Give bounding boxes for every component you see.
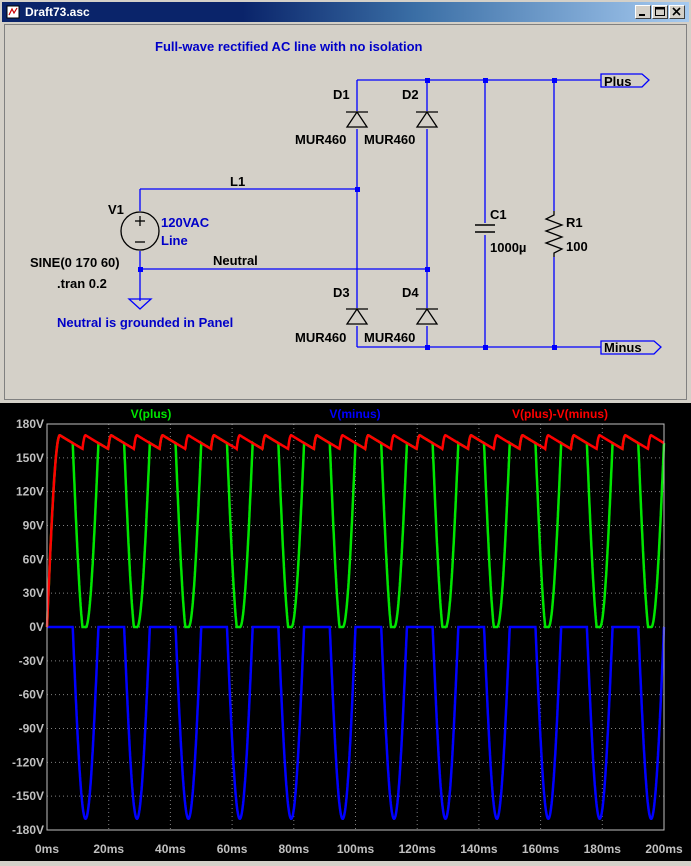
- tran-directive[interactable]: .tran 0.2: [57, 276, 107, 291]
- diode-d3[interactable]: [345, 307, 369, 326]
- y-axis-ticks: 180V 150V 120V 90V 60V 30V 0V -30V -60V -90V -120V…: [12, 417, 44, 837]
- x-tick-label: 120ms: [399, 842, 437, 856]
- net-label-l1: L1: [230, 174, 245, 189]
- resistor-ref: R1: [566, 215, 583, 230]
- ground-note: Neutral is grounded in Panel: [57, 315, 233, 330]
- title-bar[interactable]: Draft73.asc: [2, 2, 689, 22]
- capacitor-ref: C1: [490, 207, 507, 222]
- trace-v-diff: [45, 434, 665, 628]
- ground-symbol[interactable]: [127, 298, 153, 310]
- capacitor-c1[interactable]: [473, 223, 497, 235]
- trace-legend[interactable]: V(plus) V(minus) V(plus)-V(minus): [131, 407, 608, 421]
- diode-ref: D2: [402, 87, 419, 102]
- schematic-canvas[interactable]: Full-wave rectified AC line with no isol…: [4, 24, 687, 400]
- y-tick-label: 180V: [16, 417, 44, 431]
- resistor-r1[interactable]: [543, 211, 565, 257]
- source-value: 120VAC: [161, 215, 210, 230]
- diode-d1[interactable]: [345, 110, 369, 129]
- close-button[interactable]: [669, 5, 685, 19]
- diode-d4[interactable]: [415, 307, 439, 326]
- x-tick-label: 160ms: [522, 842, 560, 856]
- source-spec: SINE(0 170 60): [30, 255, 120, 270]
- waveform-traces: [45, 434, 666, 820]
- y-tick-label: 90V: [23, 519, 44, 533]
- x-tick-label: 140ms: [460, 842, 498, 856]
- waveform-plot[interactable]: 180V 150V 120V 90V 60V 30V 0V -30V -60V -90V -120V…: [0, 403, 691, 861]
- diode-ref: D4: [402, 285, 419, 300]
- x-tick-label: 100ms: [337, 842, 375, 856]
- x-tick-label: 180ms: [584, 842, 622, 856]
- maximize-button[interactable]: [652, 5, 668, 19]
- y-tick-label: -60V: [19, 688, 44, 702]
- y-tick-label: -150V: [12, 789, 44, 803]
- minimize-icon: [639, 14, 645, 16]
- x-tick-label: 200ms: [645, 842, 683, 856]
- diode-ref: D1: [333, 87, 350, 102]
- legend-label: V(plus)-V(minus): [512, 407, 608, 421]
- diode-model: MUR460: [364, 330, 415, 345]
- schematic-wires: [139, 79, 601, 348]
- window-title: Draft73.asc: [25, 5, 90, 19]
- x-tick-label: 80ms: [278, 842, 309, 856]
- ltspice-schematic-icon: [6, 5, 20, 19]
- y-tick-label: 60V: [23, 552, 44, 566]
- net-flag-plus[interactable]: [600, 73, 650, 88]
- voltage-source-v1[interactable]: [120, 211, 160, 251]
- junction-dots: [138, 78, 557, 350]
- source-ref: V1: [108, 202, 124, 217]
- plot-frame: [46, 423, 665, 831]
- y-tick-label: 0V: [29, 620, 44, 634]
- diode-model: MUR460: [364, 132, 415, 147]
- x-tick-label: 20ms: [93, 842, 124, 856]
- diode-ref: D3: [333, 285, 350, 300]
- y-tick-label: -30V: [19, 654, 44, 668]
- x-tick-label: 0ms: [35, 842, 59, 856]
- legend-label: V(minus): [329, 407, 380, 421]
- x-axis-ticks: 0ms 20ms 40ms 60ms 80ms 100ms 120ms 140ms 160ms 1…: [35, 842, 683, 856]
- net-label-neutral: Neutral: [213, 253, 258, 268]
- net-label-plus: Plus: [604, 74, 631, 89]
- trace-v-minus: [47, 625, 666, 820]
- maximize-icon: [655, 7, 665, 16]
- y-tick-label: -180V: [12, 823, 44, 837]
- minimize-button[interactable]: [635, 5, 651, 19]
- schematic-window: Draft73.asc: [0, 0, 691, 403]
- schematic-heading: Full-wave rectified AC line with no isol…: [155, 39, 423, 54]
- legend-label: V(plus): [131, 407, 172, 421]
- x-tick-label: 40ms: [155, 842, 186, 856]
- schematic-drawing: Full-wave rectified AC line with no isol…: [30, 39, 662, 355]
- y-tick-label: -120V: [12, 755, 44, 769]
- y-tick-label: -90V: [19, 722, 44, 736]
- diode-model: MUR460: [295, 132, 346, 147]
- source-value-line2: Line: [161, 233, 188, 248]
- y-tick-label: 150V: [16, 451, 44, 465]
- diode-model: MUR460: [295, 330, 346, 345]
- x-tick-label: 60ms: [217, 842, 248, 856]
- close-icon: [672, 7, 681, 16]
- y-tick-label: 30V: [23, 586, 44, 600]
- net-label-minus: Minus: [604, 340, 642, 355]
- y-tick-label: 120V: [16, 485, 44, 499]
- waveform-viewer[interactable]: 180V 150V 120V 90V 60V 30V 0V -30V -60V -90V -120V…: [0, 403, 691, 861]
- net-flag-minus[interactable]: [600, 340, 662, 355]
- resistor-value: 100: [566, 239, 588, 254]
- capacitor-value: 1000µ: [490, 240, 526, 255]
- diode-d2[interactable]: [415, 110, 439, 129]
